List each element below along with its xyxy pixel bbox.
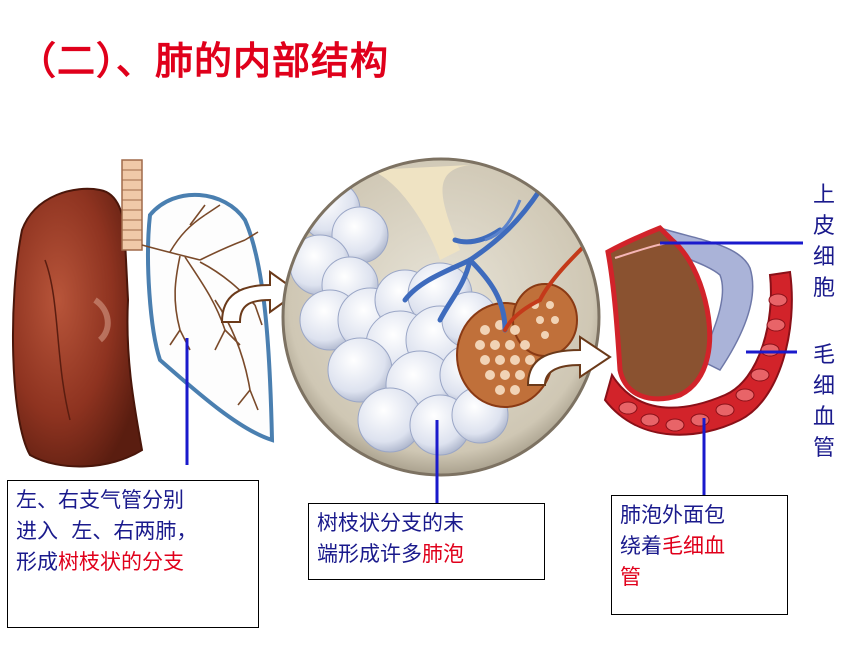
- lung-drawing: [11, 159, 275, 468]
- capillaries-caption-line: 绕着毛细血: [620, 531, 779, 562]
- caption-text: 绕着: [620, 534, 662, 558]
- caption-text: 形成: [16, 550, 58, 574]
- bronchi-caption-box: 左、右支气管分别 进入 左、右两肺， 形成树枝状的分支: [7, 480, 259, 628]
- bronchi-caption-line: 进入 左、右两肺，: [16, 519, 198, 543]
- capillaries-caption-box: 肺泡外面包 绕着毛细血 管: [611, 495, 788, 615]
- alveoli-caption-line: 端形成许多肺泡: [317, 539, 536, 570]
- pointer-lines: [185, 241, 803, 507]
- caption-text: 端形成许多: [317, 542, 422, 566]
- epithelial-cell-label: 上皮细胞: [812, 183, 835, 301]
- alveoli-caption-box: 树枝状分支的末 端形成许多肺泡: [308, 503, 545, 580]
- alveoli-caption-line: 树枝状分支的末: [317, 511, 464, 535]
- capillaries-caption-line: 管: [620, 565, 641, 589]
- caption-highlight: 肺泡: [422, 542, 464, 566]
- arrow-right-icon: [526, 335, 612, 386]
- capillaries-caption-line: 肺泡外面包: [620, 503, 725, 527]
- bronchi-caption-line: 左、右支气管分别: [16, 488, 184, 512]
- alveolus-capillary-drawing: [603, 225, 793, 436]
- alveoli-magnified-view: [281, 157, 601, 477]
- caption-highlight: 树枝状的分支: [58, 550, 184, 574]
- bronchi-caption-line: 形成树枝状的分支: [16, 547, 250, 578]
- page-title: （二）、肺的内部结构: [18, 39, 390, 83]
- caption-highlight: 毛细血: [662, 534, 725, 558]
- capillary-label: 毛细血管: [812, 343, 835, 461]
